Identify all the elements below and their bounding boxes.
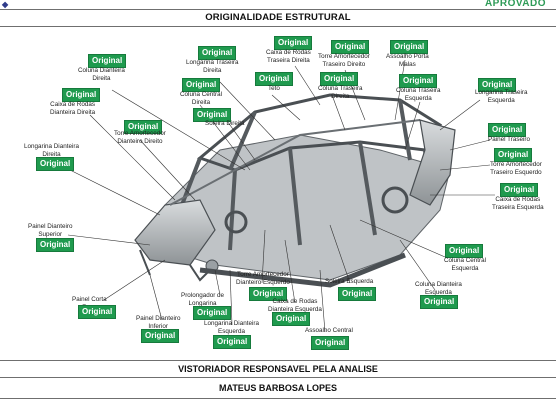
status-badge: Original bbox=[182, 78, 221, 92]
status-badge: Original bbox=[198, 46, 237, 60]
status-badge: Original bbox=[445, 244, 484, 258]
inspector-name: MATEUS BARBOSA LOPES bbox=[218, 383, 337, 393]
status-badge: Original bbox=[311, 336, 350, 350]
car-body-diagram bbox=[59, 59, 495, 333]
status-badge: Original bbox=[390, 40, 429, 54]
status-badge: Original bbox=[478, 78, 517, 92]
divider bbox=[0, 377, 556, 378]
page-title: ORIGINALIDADE ESTRUTURAL bbox=[205, 12, 351, 23]
status-badge: Original bbox=[88, 54, 127, 68]
status-badge: Original bbox=[193, 306, 232, 320]
divider bbox=[0, 398, 556, 399]
status-badge: Original bbox=[274, 36, 313, 50]
part-label: Teto bbox=[268, 85, 280, 92]
part-label: Soleira Direita bbox=[205, 120, 245, 127]
status-badge: Original bbox=[62, 88, 101, 102]
company-logo-icon: ◆ bbox=[2, 0, 9, 9]
status-badge: Original bbox=[193, 108, 232, 122]
status-badge: Original bbox=[255, 72, 294, 86]
status-badge: Original bbox=[272, 312, 311, 326]
status-badge: Original bbox=[124, 120, 163, 134]
part-label: Soleira Esquerda bbox=[325, 278, 374, 285]
divider bbox=[0, 9, 556, 10]
status-badge: Original bbox=[500, 183, 539, 197]
status-badge: Original bbox=[141, 329, 180, 343]
divider bbox=[0, 26, 556, 27]
status-badge: Original bbox=[249, 287, 288, 301]
status-badge: Original bbox=[338, 287, 377, 301]
status-badge: Original bbox=[320, 72, 359, 86]
status-badge: Original bbox=[36, 238, 75, 252]
status-badge: Original bbox=[494, 148, 533, 162]
status-badge: Original bbox=[213, 335, 252, 349]
divider bbox=[0, 360, 556, 361]
part-label: Painel Traseiro bbox=[488, 136, 530, 143]
part-label: Assoalho Central bbox=[305, 327, 353, 334]
inspector-title: VISTORIADOR RESPONSAVEL PELA ANALISE bbox=[178, 364, 378, 374]
status-badge: Original bbox=[331, 40, 370, 54]
status-badge: Original bbox=[78, 305, 117, 319]
status-badge: Original bbox=[420, 295, 459, 309]
status-badge: Original bbox=[488, 123, 527, 137]
status-badge: Original bbox=[399, 74, 438, 88]
approval-status: APROVADO bbox=[484, 0, 546, 9]
status-badge: Original bbox=[36, 157, 75, 171]
